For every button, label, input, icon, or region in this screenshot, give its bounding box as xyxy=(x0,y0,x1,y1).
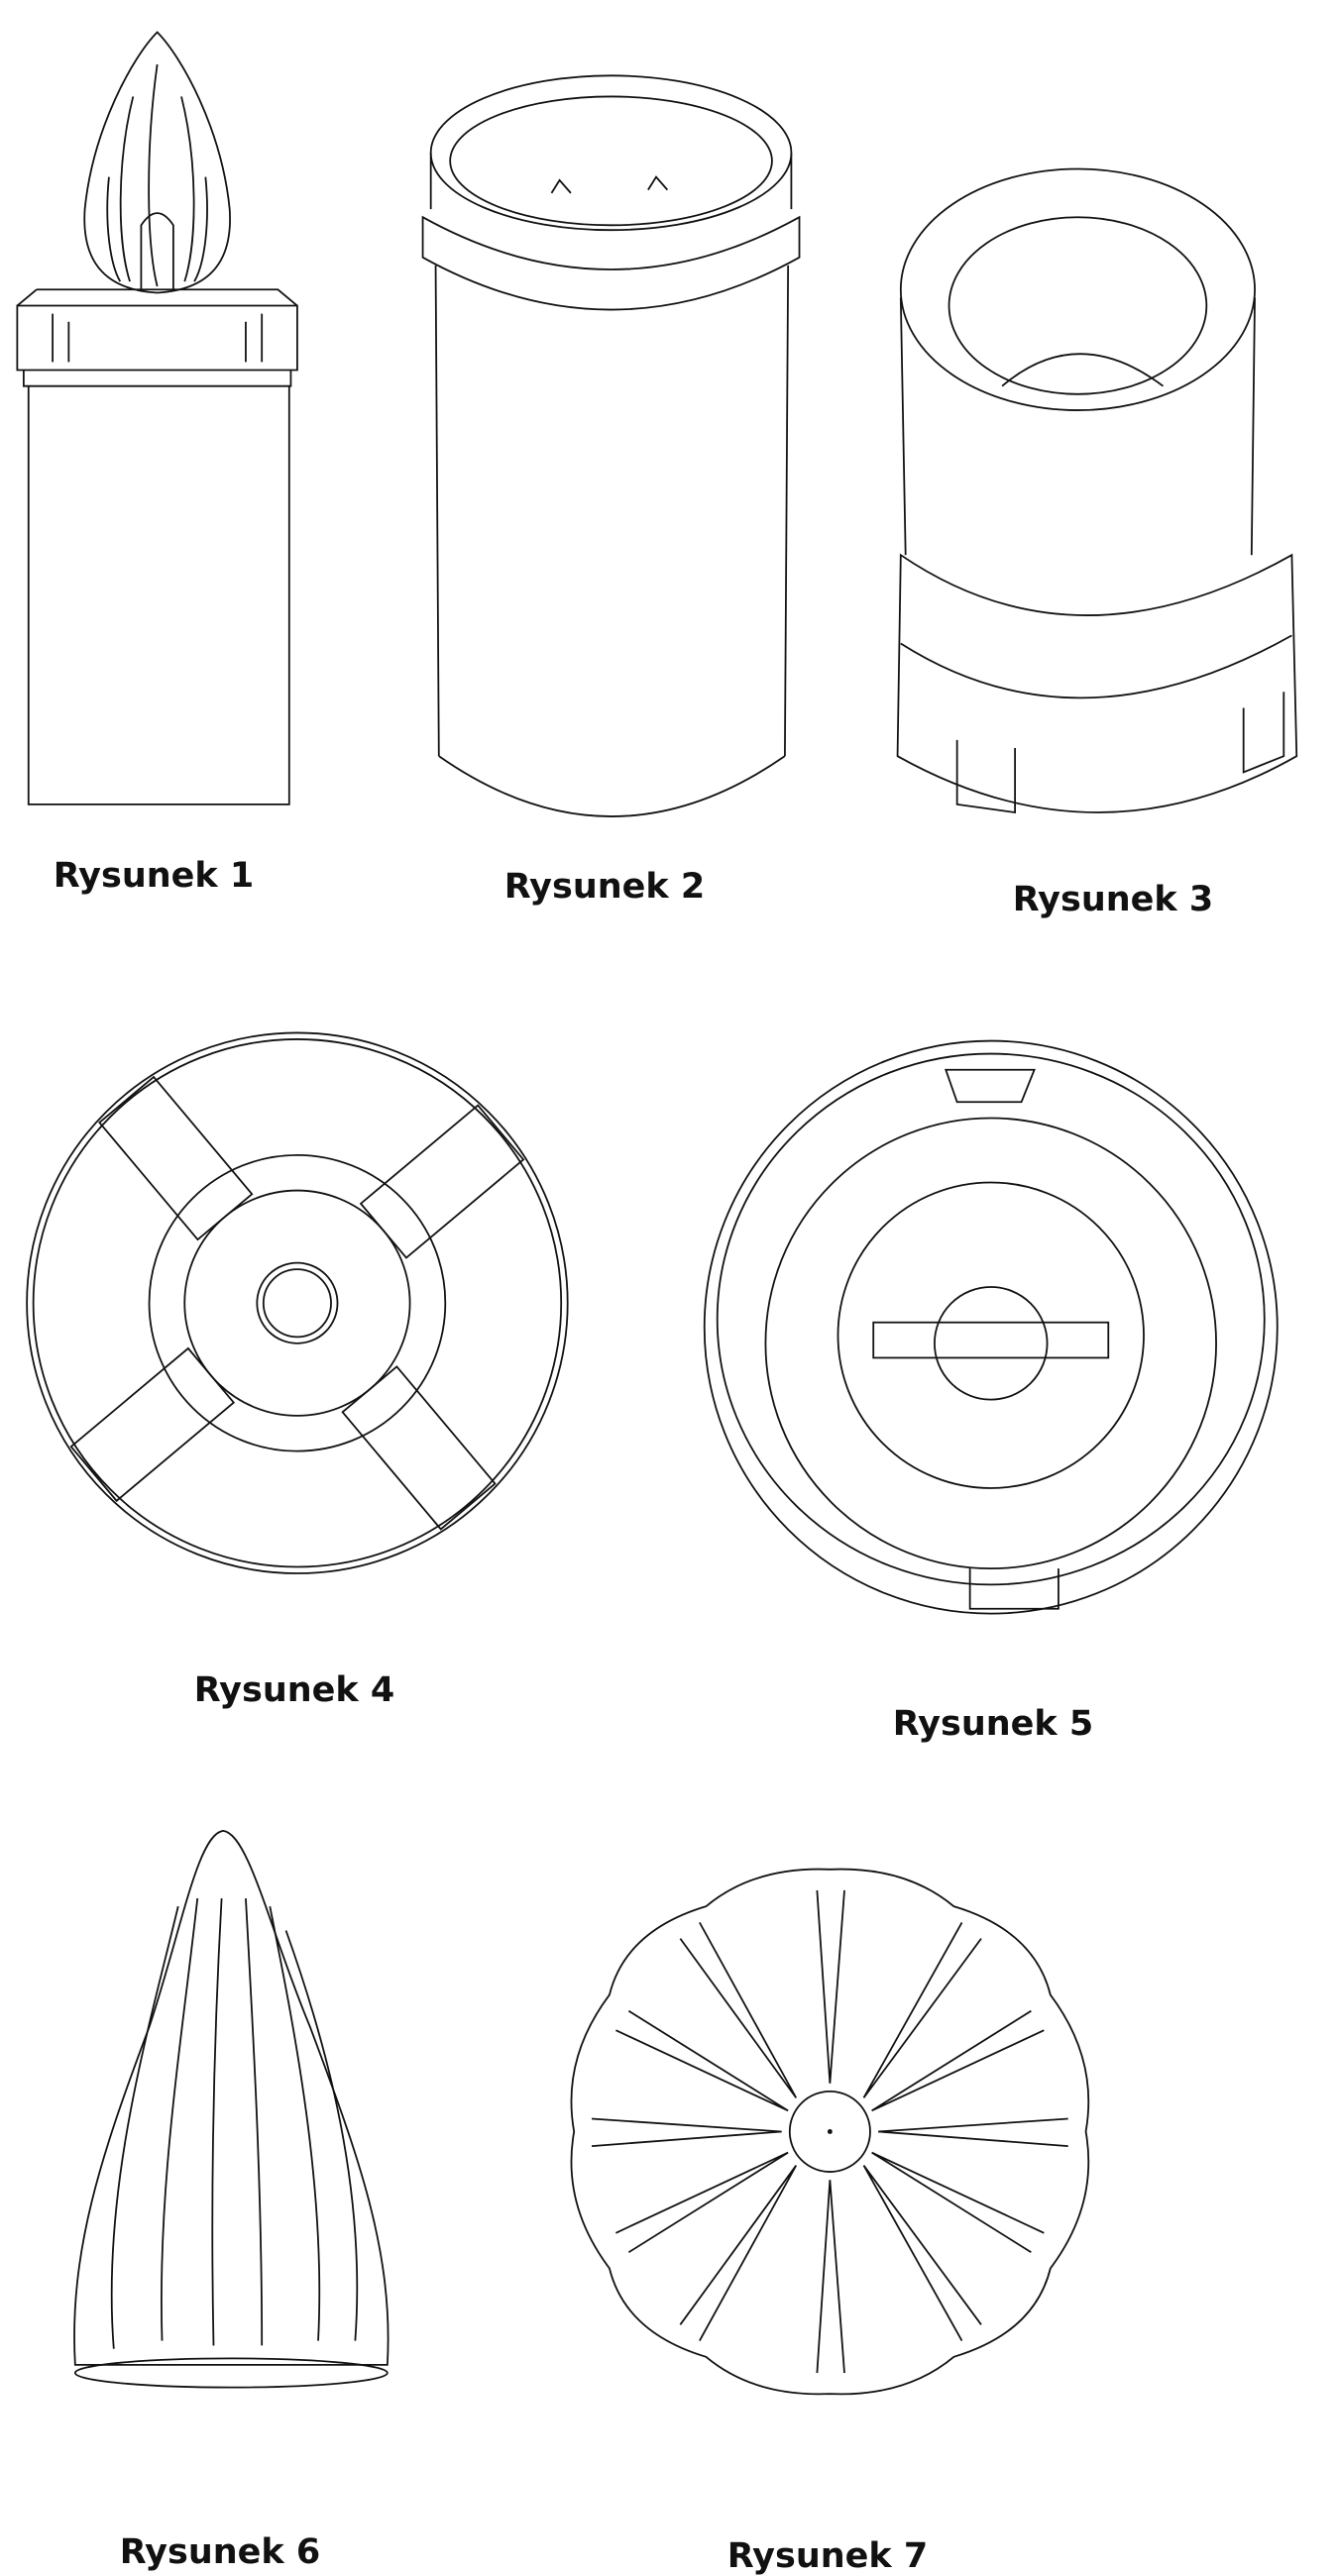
figure-4-label: Rysunek 4 xyxy=(193,1670,395,1710)
figure-1-candle xyxy=(16,31,298,805)
figure-3-cylinder xyxy=(896,167,1298,814)
figure-2-container xyxy=(421,74,801,817)
figure-7-flower-top-view xyxy=(570,1868,1090,2396)
figure-5-base-perspective xyxy=(703,1039,1279,1615)
figure-2-label: Rysunek 2 xyxy=(503,867,706,907)
figure-4-base-top-view xyxy=(26,1031,569,1574)
figure-6-flame-cover xyxy=(73,1829,390,2389)
figure-6-label: Rysunek 6 xyxy=(119,2532,321,2572)
figure-5-label: Rysunek 5 xyxy=(892,1704,1094,1744)
figure-7-label: Rysunek 7 xyxy=(726,2536,929,2576)
figure-1-label: Rysunek 1 xyxy=(53,856,255,896)
figure-3-label: Rysunek 3 xyxy=(1012,880,1214,919)
